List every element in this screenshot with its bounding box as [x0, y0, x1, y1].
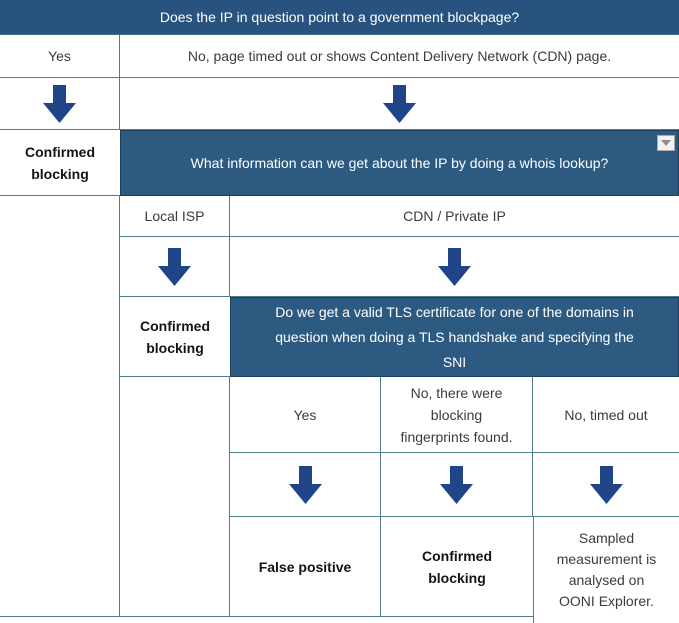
empty-cell — [120, 377, 230, 617]
result-sampled-measurement: Sampled measurement is analysed on OONI … — [533, 517, 679, 623]
down-arrow-icon — [438, 247, 471, 286]
arrow-cell — [381, 453, 533, 517]
answer-blockpage-no: No, page timed out or shows Content Deli… — [120, 35, 679, 78]
down-arrow-icon — [288, 465, 322, 504]
arrow-cell — [533, 453, 679, 517]
down-arrow-icon — [589, 465, 623, 504]
question-whois-text: What information can we get about the IP… — [190, 155, 609, 171]
result-false-positive: False positive — [230, 517, 381, 617]
result-confirmed-blocking: Confirmed blocking — [0, 130, 120, 196]
arrow-cell — [230, 453, 381, 517]
answer-tls-fingerprints: No, there were blocking fingerprints fou… — [381, 377, 533, 453]
dropdown-button[interactable] — [657, 135, 675, 151]
answer-tls-yes: Yes — [230, 377, 381, 453]
result-confirmed-blocking: Confirmed blocking — [381, 517, 533, 617]
question-blockpage-header: Does the IP in question point to a gover… — [0, 0, 679, 35]
down-arrow-icon — [383, 84, 416, 123]
dropdown-arrow-icon — [661, 140, 671, 146]
answer-whois-local-isp: Local ISP — [120, 196, 230, 237]
arrow-cell — [120, 78, 679, 130]
answer-whois-cdn: CDN / Private IP — [230, 196, 679, 237]
arrow-cell — [120, 237, 230, 297]
arrow-cell — [0, 78, 120, 130]
down-arrow-icon — [440, 465, 473, 504]
down-arrow-icon — [158, 247, 191, 286]
down-arrow-icon — [43, 84, 76, 123]
question-tls-header: Do we get a valid TLS certificate for on… — [230, 297, 679, 377]
answer-blockpage-yes: Yes — [0, 35, 120, 78]
answer-tls-timeout: No, timed out — [533, 377, 679, 453]
empty-cell — [0, 196, 120, 617]
result-confirmed-blocking: Confirmed blocking — [120, 297, 230, 377]
arrow-cell — [230, 237, 679, 297]
question-whois-header: What information can we get about the IP… — [120, 130, 679, 196]
